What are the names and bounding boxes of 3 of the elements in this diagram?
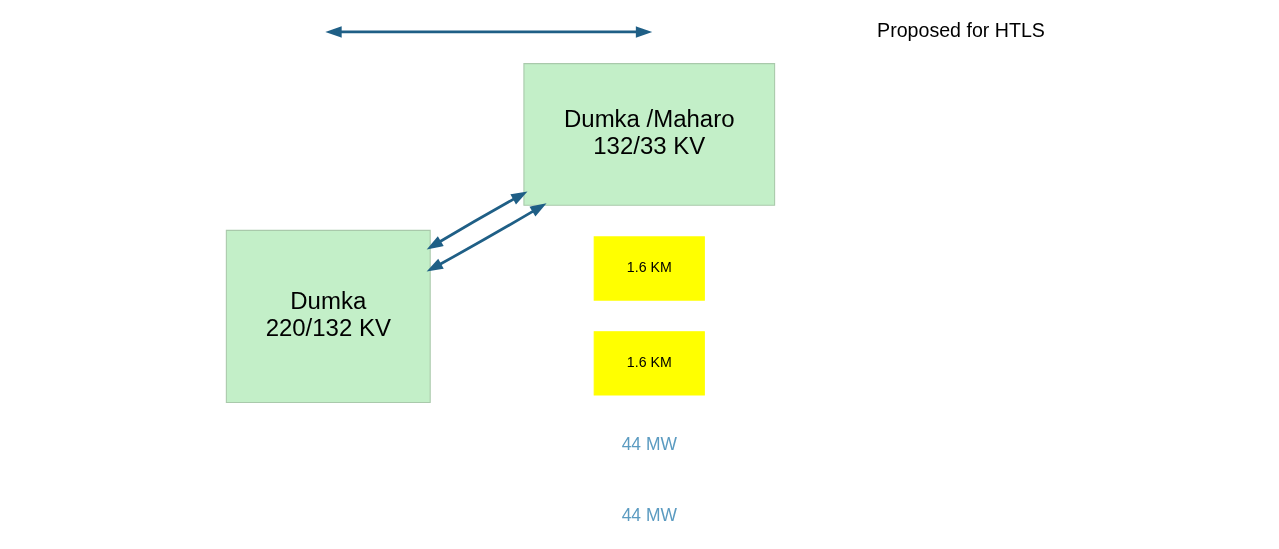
legend-label: Proposed for HTLS: [876, 18, 1045, 41]
label: 44 MW: [621, 434, 677, 455]
label: 44 MW: [621, 505, 677, 526]
